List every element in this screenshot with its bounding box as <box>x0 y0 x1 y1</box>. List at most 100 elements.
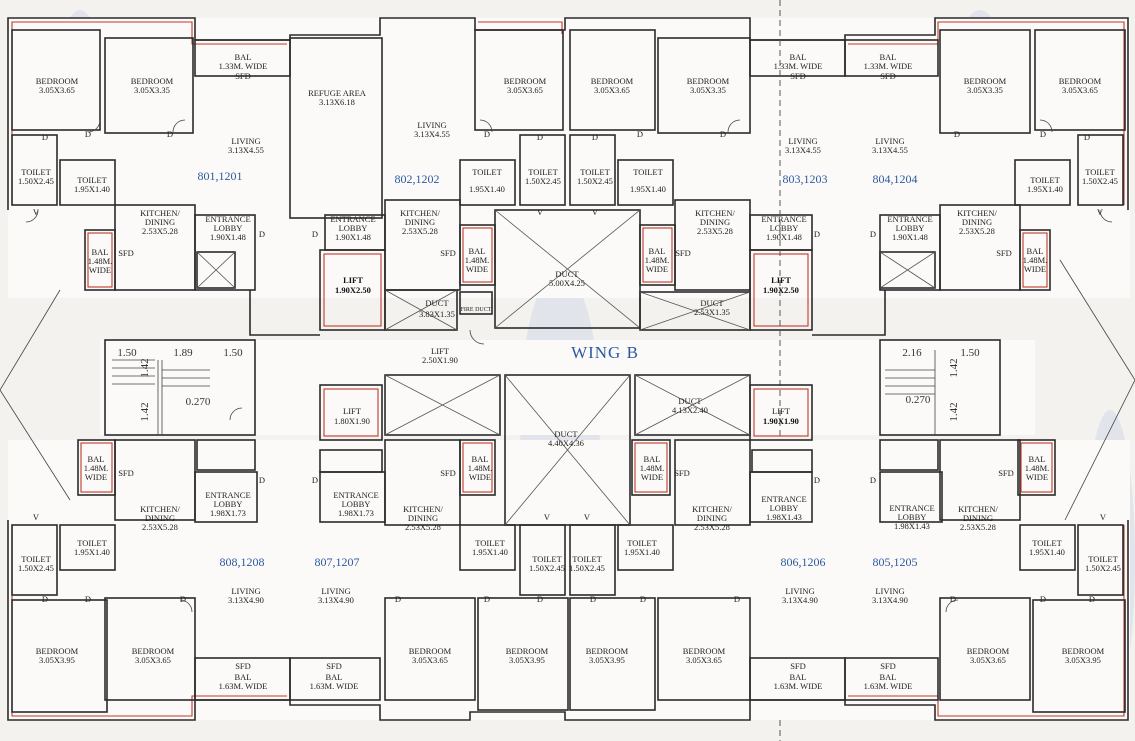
lobby-label: LOBBY <box>898 512 927 522</box>
lift-label: LIFT <box>343 406 362 416</box>
corridor-walls <box>100 0 1035 741</box>
stair-dim: 1.42 <box>948 402 960 421</box>
door-mark: D <box>42 132 48 142</box>
vent-mark: V <box>33 207 40 217</box>
duct-label: DUCT <box>554 429 578 439</box>
bal-label: BAL <box>1027 246 1044 256</box>
bal-dim: 1.63M. WIDE <box>219 681 268 691</box>
kitchen-label: DINING <box>697 513 727 523</box>
toilet-dim: 1.50X2.45 <box>18 176 54 186</box>
room-dim: 3.05X3.65 <box>594 85 630 95</box>
sfd-label: SFD <box>235 661 251 671</box>
bal-label: BAL <box>88 454 105 464</box>
kitchen-dim: 2.53X5.28 <box>405 522 441 532</box>
door-mark: D <box>484 129 490 139</box>
door-mark: D <box>167 129 173 139</box>
lobby-dim: 1.90X1.48 <box>892 232 928 242</box>
door-mark: D <box>1040 129 1046 139</box>
kitchen-dim: 2.53X5.28 <box>694 522 730 532</box>
lobby-label: LOBBY <box>342 499 371 509</box>
toilet-label: TOILET <box>627 538 657 548</box>
door-marks: D D D D D D D D D D D D D D D D D D D D … <box>42 129 1095 604</box>
toilet-label: TOILET <box>580 167 610 177</box>
living-label: LIVING <box>785 586 814 596</box>
bottom-side-bal-labels: BAL 1.48M. WIDE BAL 1.48M. WIDE BAL 1.48… <box>84 454 1050 482</box>
sfd-label: SFD <box>996 248 1012 258</box>
bal-label: BAL <box>235 672 252 682</box>
kitchen-label: KITCHEN/ <box>140 504 180 514</box>
bal-label: BAL <box>790 52 807 62</box>
lobby-label: ENTRANCE <box>330 214 375 224</box>
room-dim: 3.05X3.65 <box>507 85 543 95</box>
toilet-label: TOILET <box>472 167 502 177</box>
bal-wide: WIDE <box>646 264 668 274</box>
lift-label: LIFT <box>343 275 363 285</box>
toilet-label: TOILET <box>1085 167 1115 177</box>
door-mark: D <box>312 475 318 485</box>
door-mark: D <box>870 475 876 485</box>
kitchen-dim: 2.53X5.28 <box>697 226 733 236</box>
kitchen-dim: 2.53X5.28 <box>142 522 178 532</box>
lift-dim: 1.90X1.90 <box>763 416 799 426</box>
stair-dim: 1.42 <box>139 358 151 377</box>
duct-dim: 3.83X1.35 <box>419 309 455 319</box>
lift-dim: 2.50X1.90 <box>422 355 458 365</box>
room-label: BEDROOM <box>131 76 174 86</box>
sfd-label: SFD <box>326 661 342 671</box>
vent-mark: V <box>584 512 591 522</box>
toilet-dim: 1.95X1.40 <box>469 184 505 194</box>
bal-label: BAL <box>469 246 486 256</box>
unit-808: 808,1208 <box>220 555 265 569</box>
sfd-label: SFD <box>674 468 690 478</box>
toilet-dim: 1.95X1.40 <box>472 547 508 557</box>
bal-label: BAL <box>1029 454 1046 464</box>
stair-dim: 1.42 <box>948 358 960 377</box>
sfd-label: SFD <box>235 71 251 81</box>
living-dim: 3.13X4.55 <box>414 129 450 139</box>
room-label: BEDROOM <box>506 646 549 656</box>
bottom-living-labels: LIVING 3.13X4.90 LIVING 3.13X4.90 LIVING… <box>228 586 908 605</box>
door-mark: D <box>42 594 48 604</box>
toilet-dim: 1.95X1.40 <box>74 184 110 194</box>
room-dim: 3.05X3.35 <box>134 85 170 95</box>
kitchen-label: DINING <box>405 217 435 227</box>
toilet-label: TOILET <box>77 538 107 548</box>
toilet-label: TOILET <box>21 167 51 177</box>
bal-label: BAL <box>880 672 897 682</box>
room-dim: 3.05X3.95 <box>39 655 75 665</box>
lift-dim: 1.90X2.50 <box>335 285 371 295</box>
bal-label: BAL <box>644 454 661 464</box>
toilet-dim: 1.50X2.45 <box>577 176 613 186</box>
door-mark: D <box>640 594 646 604</box>
lobby-dim: 1.98X1.43 <box>766 512 802 522</box>
bal-dim: 1.48M. <box>84 463 109 473</box>
sfd-label: SFD <box>440 248 456 258</box>
room-dim: 3.05X3.95 <box>589 655 625 665</box>
toilet-dim: 1.50X2.45 <box>525 176 561 186</box>
door-mark: D <box>954 129 960 139</box>
lift-label: LIFT <box>771 275 791 285</box>
left-stair <box>112 359 210 435</box>
duct-dim: 4.13X2.40 <box>672 405 708 415</box>
unit-805: 805,1205 <box>873 555 918 569</box>
room-label: BEDROOM <box>1059 76 1102 86</box>
room-label: BEDROOM <box>132 646 175 656</box>
kitchen-label: KITCHEN/ <box>957 208 997 218</box>
living-dim: 3.13X4.90 <box>872 595 908 605</box>
stair-dim: 1.50 <box>223 347 243 359</box>
bal-dim: 1.33M. WIDE <box>219 61 268 71</box>
kitchen-dim: 2.53X5.28 <box>142 226 178 236</box>
bottom-lobby-labels: ENTRANCE LOBBY 1.98X1.73 ENTRANCE LOBBY … <box>205 490 934 531</box>
vent-mark: V <box>592 207 599 217</box>
toilet-label: TOILET <box>21 554 51 564</box>
living-label: LIVING <box>788 136 817 146</box>
bal-dim: 1.48M. <box>1025 463 1050 473</box>
refuge-label: REFUGE AREA <box>308 88 367 98</box>
door-mark: D <box>592 132 598 142</box>
bottom-toilet-labels: TOILET 1.50X2.45 TOILET 1.95X1.40 TOILET… <box>18 538 1121 573</box>
kitchen-label: DINING <box>962 217 992 227</box>
vent-mark: V <box>1100 512 1107 522</box>
living-label: LIVING <box>231 586 260 596</box>
room-dim: 3.05X3.65 <box>412 655 448 665</box>
